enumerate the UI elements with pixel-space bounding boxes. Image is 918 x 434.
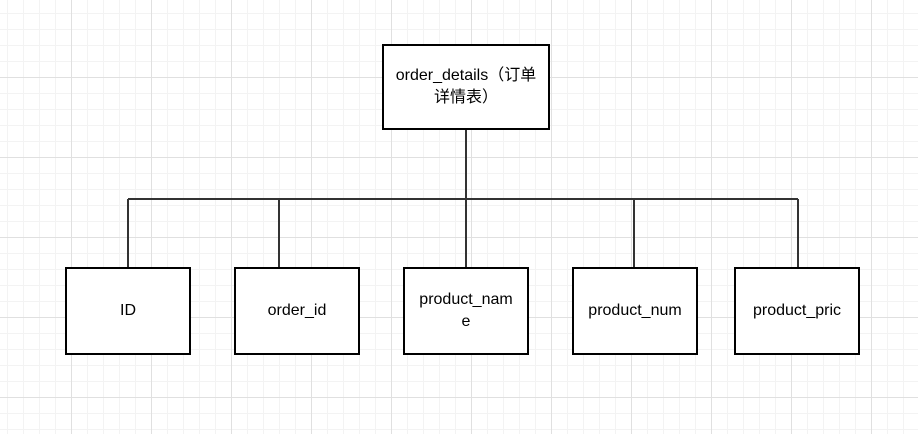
root-node-label: order_details（订单详情表） [395,67,537,106]
child-node-product-price[interactable]: product_pric [734,267,860,355]
child-node-order-id[interactable]: order_id [234,267,360,355]
child-node-label: ID [120,302,136,319]
child-node-product-num[interactable]: product_num [572,267,698,355]
child-node-label: order_id [267,302,327,319]
child-node-label: product_num [588,302,682,319]
child-node-product-name[interactable]: product_name [403,267,529,355]
child-node-label: product_pric [752,302,842,319]
child-node-label: product_name [419,291,513,330]
child-node-id[interactable]: ID [65,267,191,355]
root-node-order-details[interactable]: order_details（订单详情表） [382,44,550,130]
